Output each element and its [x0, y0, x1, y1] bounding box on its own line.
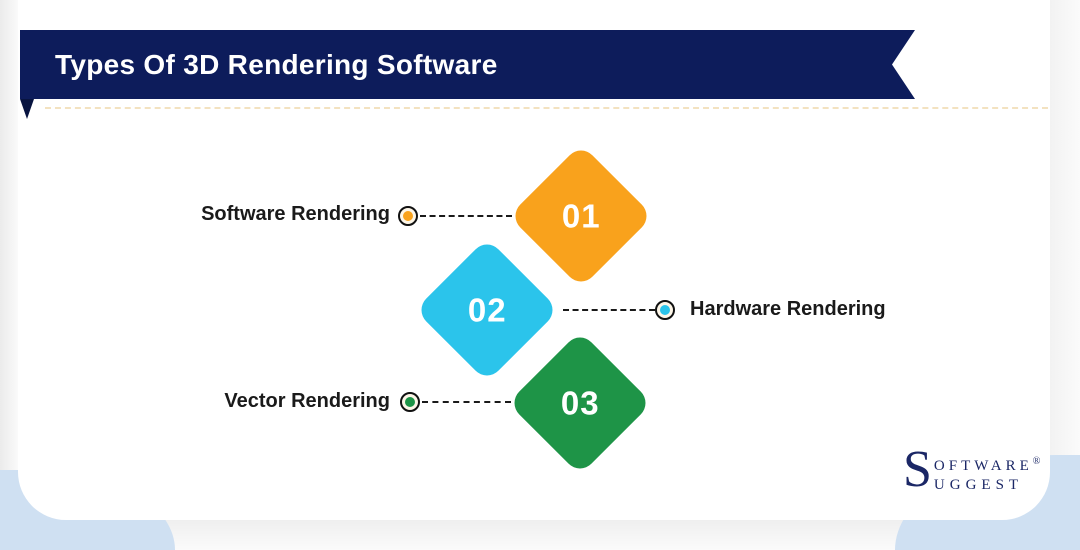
logo-text-software: OFTWARE — [933, 458, 1033, 474]
page-title: Types Of 3D Rendering Software — [55, 48, 498, 80]
connector-software-rendering — [420, 215, 512, 217]
diamond-01: 01 — [508, 143, 654, 289]
title-ribbon: Types Of 3D Rendering Software — [20, 30, 915, 99]
bullet-dot-orange — [403, 211, 413, 221]
bullet-dot-cyan — [660, 305, 670, 315]
bullet-software-rendering — [398, 206, 418, 226]
label-vector-rendering: Vector Rendering — [224, 390, 390, 412]
logo-initial-s: S — [903, 441, 932, 498]
decorative-dashed-line — [45, 107, 1048, 109]
diamond-02: 02 — [414, 237, 560, 383]
logo-line-software: OFTWARE® — [934, 452, 1040, 476]
page-edge-left — [0, 0, 18, 550]
ribbon-fold — [20, 99, 34, 119]
bullet-dot-green — [405, 397, 415, 407]
registered-mark: ® — [1032, 456, 1041, 467]
softwaresuggest-logo: S OFTWARE® UGGEST — [903, 441, 1040, 498]
logo-wordmark: OFTWARE® UGGEST — [934, 448, 1040, 495]
connector-hardware-rendering — [563, 309, 655, 311]
bullet-vector-rendering — [400, 392, 420, 412]
label-software-rendering: Software Rendering — [201, 203, 390, 225]
bullet-hardware-rendering — [655, 300, 675, 320]
label-hardware-rendering: Hardware Rendering — [690, 298, 886, 320]
diamond-number-03: 03 — [560, 384, 600, 421]
connector-vector-rendering — [422, 401, 511, 403]
logo-line-suggest: UGGEST — [933, 477, 1024, 493]
infographic-card: Types Of 3D Rendering Software Software … — [18, 0, 1050, 520]
diamond-number-02: 02 — [467, 291, 507, 328]
diamond-number-01: 01 — [561, 197, 601, 234]
diamond-03: 03 — [507, 330, 653, 476]
